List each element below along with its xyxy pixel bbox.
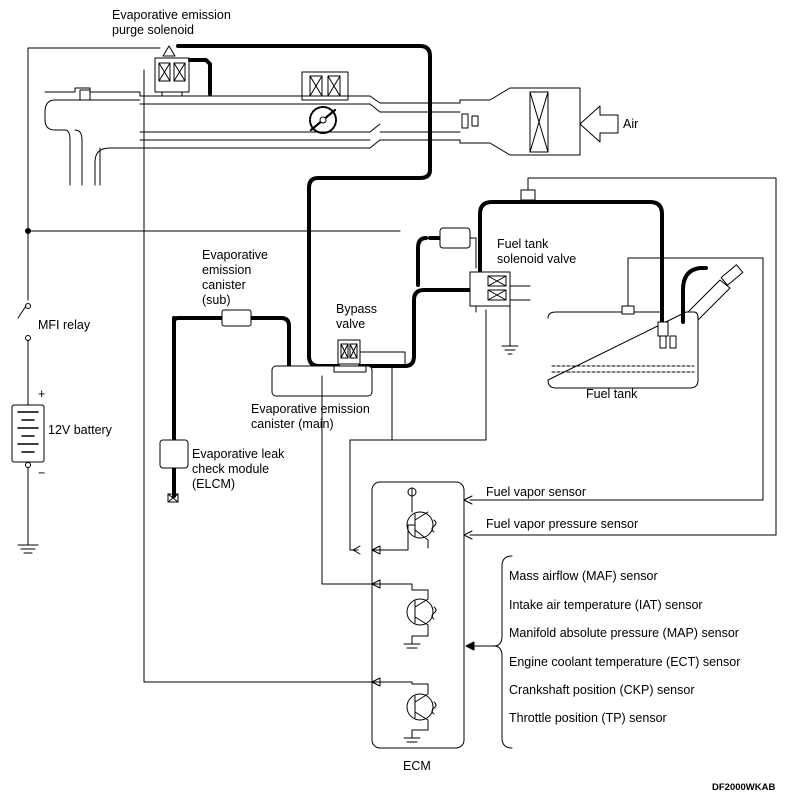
intake-manifold — [44, 87, 581, 186]
canister-main-label: Evaporative emission canister (main) — [251, 402, 370, 431]
vapor-hoses — [172, 44, 708, 498]
purge-solenoid-power-wire — [27, 47, 161, 301]
battery-plus-label: + — [38, 387, 46, 401]
purge-solenoid — [154, 45, 190, 97]
battery-label: 12V battery — [48, 423, 112, 437]
air-label: Air — [623, 117, 639, 131]
canister-sub — [221, 309, 252, 327]
sensor-item-iat: Intake air temperature (IAT) sensor — [509, 598, 703, 612]
sensor-item-ckp: Crankshaft position (CKP) sensor — [509, 683, 695, 697]
battery-minus-label: − — [38, 466, 46, 480]
fuel-tank — [520, 177, 777, 536]
sensor-item-maf: Mass airflow (MAF) sensor — [509, 569, 658, 583]
fuel-tank-label: Fuel tank — [586, 387, 638, 401]
bypass-valve-label: Bypass valve — [336, 302, 377, 331]
purge-solenoid-label: Evaporative emission purge solenoid — [112, 8, 231, 37]
ecm-box — [321, 375, 465, 749]
elcm-module — [159, 439, 189, 503]
ecm-label: ECM — [403, 759, 431, 773]
bypass-valve — [333, 339, 367, 373]
figure-code: DF2000WKAB — [712, 782, 776, 793]
sensor-item-ect: Engine coolant temperature (ECT) sensor — [509, 655, 741, 669]
sensor-item-tp: Throttle position (TP) sensor — [509, 711, 667, 725]
elcm-label: Evaporative leak check module (ELCM) — [192, 447, 285, 491]
sensor-item-map: Manifold absolute pressure (MAP) sensor — [509, 626, 739, 640]
ecm-purge-control-wire — [143, 69, 373, 683]
fuel-vapor-pressure-sensor-label: Fuel vapor pressure sensor — [486, 517, 639, 531]
fuel-tank-solenoid-valve — [439, 227, 531, 355]
fuel-tank-solenoid-label: Fuel tank solenoid valve — [497, 237, 577, 266]
sensor-signal-lines — [349, 309, 777, 749]
throttle-valve — [309, 106, 337, 134]
throttle-actuator — [301, 71, 349, 101]
fuel-vapor-sensor-label: Fuel vapor sensor — [486, 485, 587, 499]
battery-relay-circuit — [11, 228, 401, 554]
canister-sub-label: Evaporative emission canister (sub) — [202, 248, 269, 307]
air-inlet-arrow — [579, 105, 619, 143]
mfi-relay-label: MFI relay — [38, 318, 91, 332]
